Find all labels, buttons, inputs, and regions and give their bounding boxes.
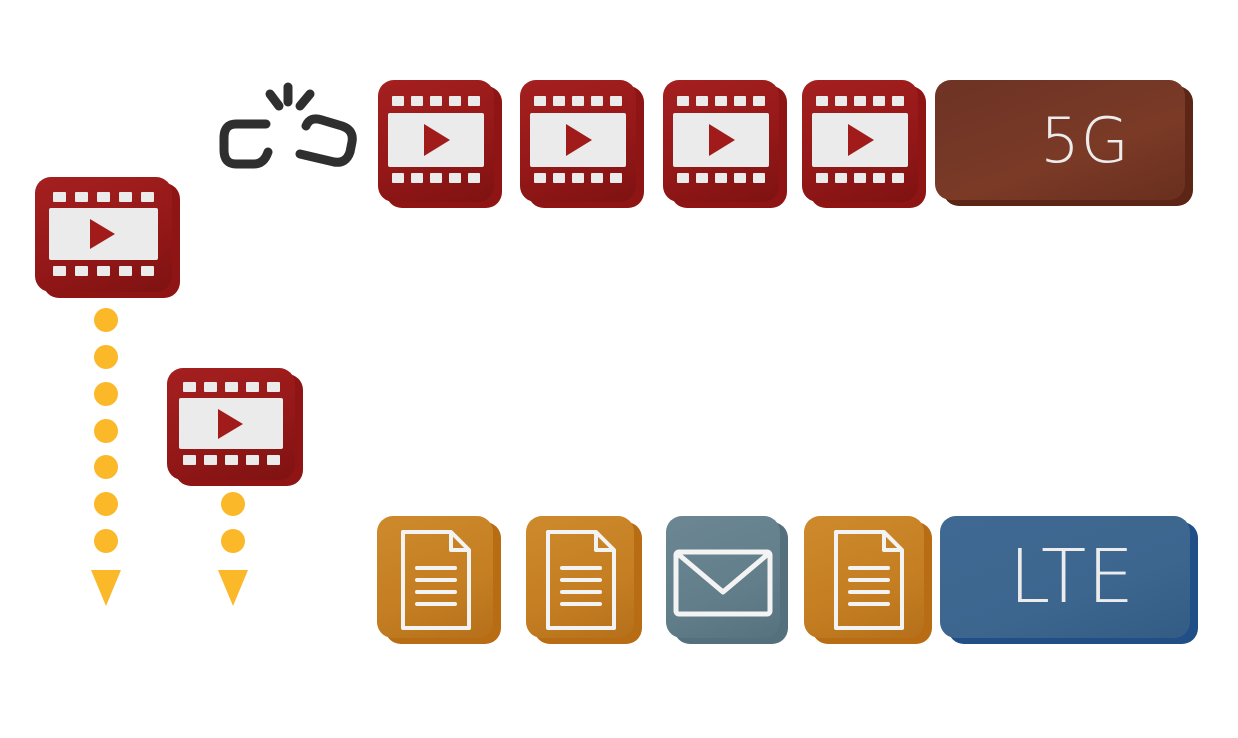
network-5g-label: 5G — [1040, 103, 1130, 177]
broken-link-icon — [219, 82, 357, 169]
video-file-icon — [179, 382, 283, 465]
email-tile — [666, 516, 788, 644]
video-tile-top-2 — [520, 80, 644, 208]
video-tile-top-4 — [802, 80, 926, 208]
network-lte-block: LTE — [940, 516, 1198, 644]
video-tile-top-1 — [378, 80, 502, 208]
video-file-icon — [388, 96, 484, 183]
dropped-video-tile-2 — [167, 368, 303, 486]
network-lte-label: LTE — [1009, 534, 1135, 620]
document-tile-3 — [804, 516, 932, 644]
document-icon — [834, 530, 904, 630]
dropped-video-tile-1 — [35, 177, 180, 298]
video-file-icon — [530, 96, 626, 183]
video-file-icon — [49, 192, 158, 276]
video-file-icon — [812, 96, 908, 183]
envelope-icon — [673, 549, 773, 617]
document-icon — [546, 530, 616, 630]
network-5g-block: 5G — [935, 80, 1193, 206]
video-file-icon — [673, 96, 769, 183]
document-icon — [401, 530, 471, 630]
document-tile-1 — [377, 516, 501, 644]
video-tile-top-3 — [663, 80, 787, 208]
document-tile-2 — [526, 516, 642, 644]
